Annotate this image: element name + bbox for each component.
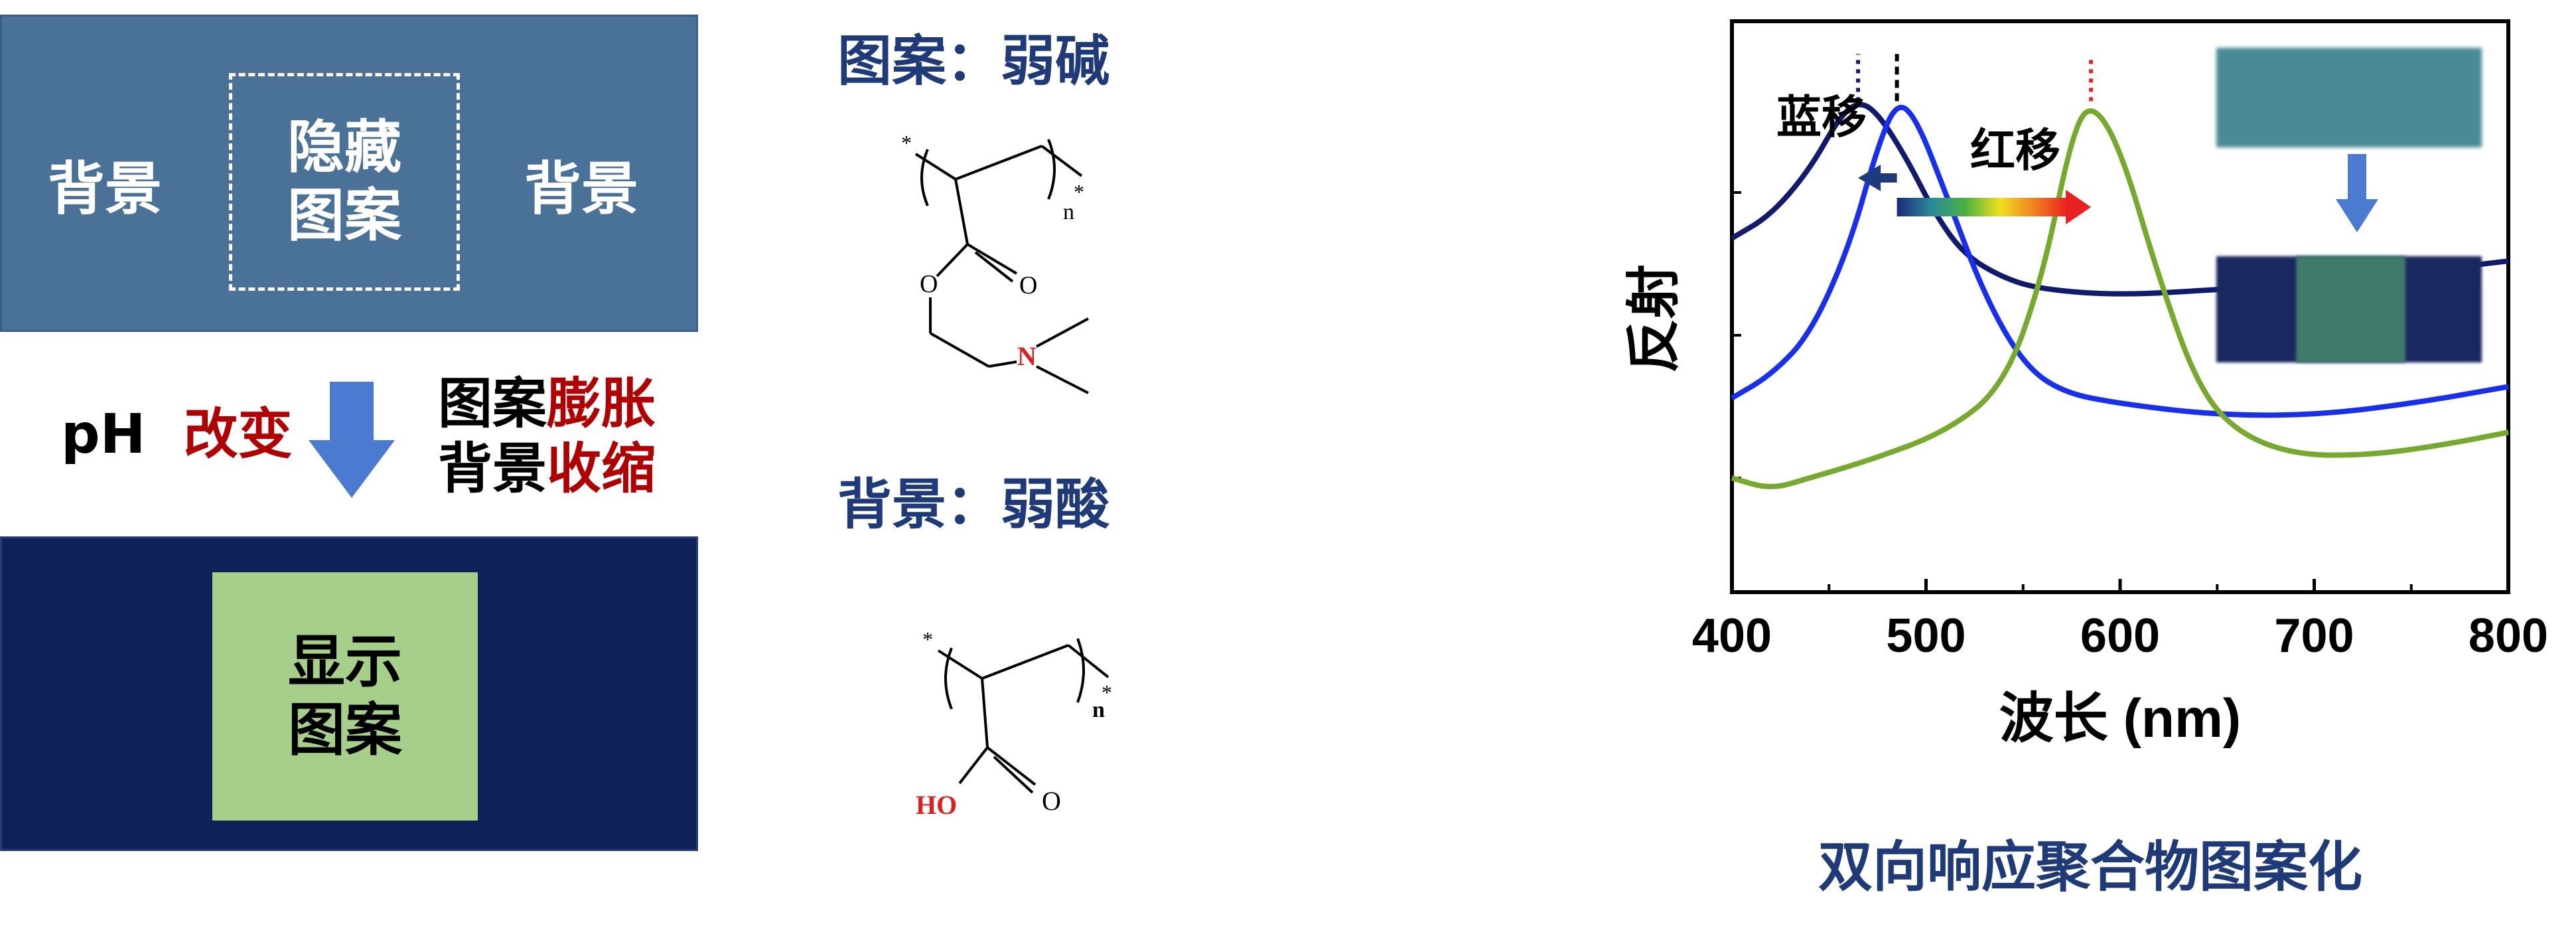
hidden-pattern-label: 隐藏 图案 — [287, 114, 401, 249]
background-label-left: 背景 — [48, 156, 162, 222]
x-tick-label-1: 500 — [1886, 609, 1966, 663]
down-arrow-icon — [2336, 154, 2378, 232]
o-text: O — [1042, 786, 1061, 816]
right-bracket — [1076, 638, 1085, 703]
star-text: * — [901, 131, 912, 155]
blue-shift-arrowhead — [1858, 165, 1881, 191]
change-text: 改变 — [183, 403, 293, 466]
reflectance-chart: 400 500 600 700 800 波长 (nm) 反射 蓝移 红移 — [1624, 19, 2548, 749]
series-line-1 — [1730, 104, 2509, 418]
star-text-2: * — [1102, 680, 1112, 704]
pattern-weak-base-title: 图案：弱碱 — [837, 30, 1110, 93]
left-bracket — [920, 149, 929, 206]
ho-text: HO — [916, 790, 957, 820]
x-tick-label-4: 800 — [2469, 609, 2548, 663]
caption: 双向响应聚合物图案化 — [1818, 836, 2363, 899]
x-tick-label-2: 600 — [2080, 609, 2160, 663]
n-text: n — [1063, 200, 1074, 224]
y-axis-label: 反射 — [1624, 264, 1684, 373]
n-amine-text: N — [1017, 341, 1037, 371]
photo-bottom-pattern — [2296, 256, 2405, 362]
series-line-2 — [1731, 108, 2509, 489]
ph-change-label: pH 改变 — [61, 402, 292, 467]
n-text: n — [1092, 698, 1105, 722]
x-tick-label-3: 700 — [2274, 609, 2354, 663]
o-ester-text: O — [920, 270, 938, 298]
weak-base-structure: * n * O O N — [901, 131, 1089, 394]
swell-shrink-label: 图案膨胀 背景收缩 — [438, 372, 656, 501]
o-double-text: O — [1019, 272, 1037, 299]
top-panel — [0, 15, 698, 332]
red-shift-label: 红移 — [1970, 125, 2060, 176]
weak-acid-structure: * n * HO O — [916, 627, 1112, 820]
blue-shift-label: 蓝移 — [1776, 92, 1867, 143]
star-text-2: * — [1074, 180, 1084, 204]
photo-top-sample — [2216, 48, 2482, 147]
hidden-pattern-frame — [229, 73, 460, 291]
right-bracket — [1047, 139, 1056, 200]
background-label-right: 背景 — [524, 156, 638, 222]
red-shift-arrowhead — [2066, 190, 2092, 224]
ph-text: pH — [61, 403, 146, 466]
star-text: * — [922, 627, 933, 651]
left-bracket — [944, 647, 953, 710]
background-weak-acid-title: 背景：弱酸 — [837, 473, 1110, 536]
x-tick-label-0: 400 — [1692, 609, 1772, 663]
display-pattern-box — [212, 572, 478, 821]
down-arrow-icon — [309, 382, 395, 498]
x-axis-label: 波长 (nm) — [1999, 688, 2241, 749]
red-shift-arrow — [1896, 198, 2069, 216]
display-pattern-label: 显示 图案 — [288, 628, 402, 763]
